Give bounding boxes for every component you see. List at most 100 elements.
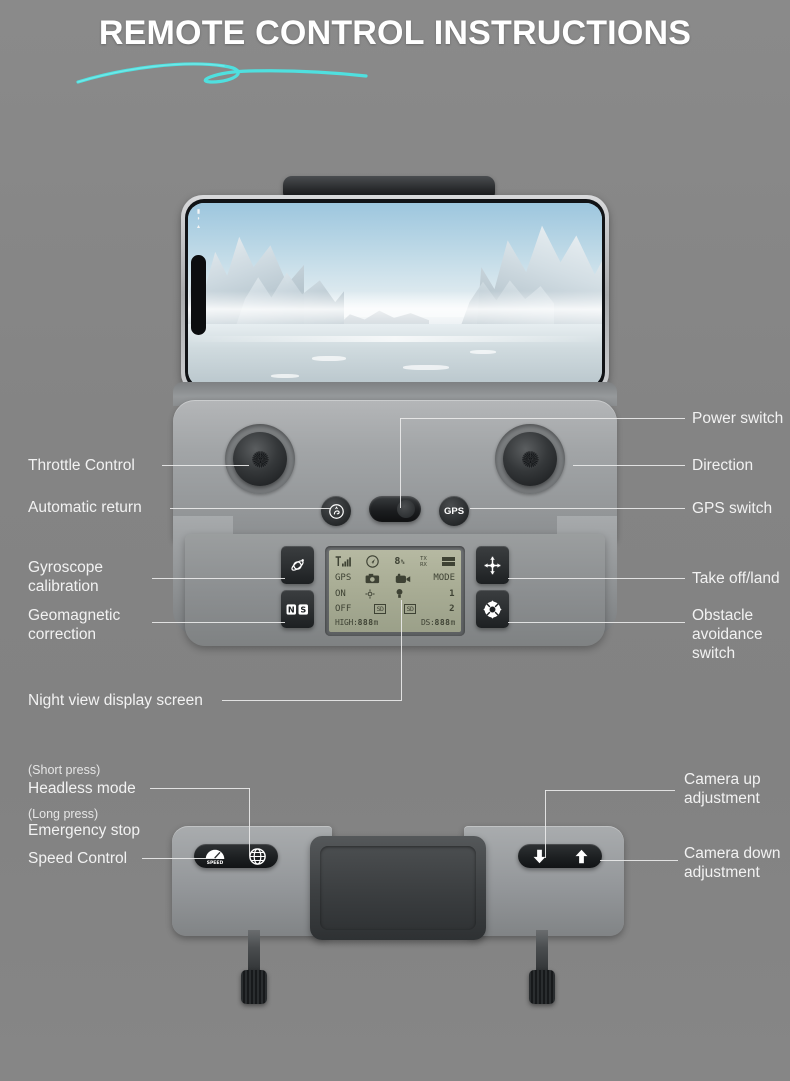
- leader-line-headless: [150, 788, 250, 789]
- obstacle-avoidance-icon: [483, 599, 502, 619]
- speed-control-button[interactable]: SPEED: [195, 844, 235, 868]
- compass-ns-icon: N S: [286, 603, 308, 614]
- leader-line-speed: [142, 858, 214, 859]
- phone-status-icons: ▮ ◗ ▴: [192, 208, 205, 238]
- label-night-view-display-screen: Night view display screen: [28, 692, 203, 709]
- right-antenna[interactable]: [529, 930, 555, 1004]
- gps-button-label: GPS: [443, 505, 465, 517]
- lcd-on-row: ON 1: [335, 588, 455, 599]
- tx-rx-labels: TX RX: [420, 555, 427, 568]
- sd-card-b-icon: SD: [395, 603, 425, 614]
- photo-icon: [365, 573, 395, 584]
- svg-text:SPEED: SPEED: [207, 860, 224, 865]
- label-speed-control: Speed Control: [28, 850, 128, 867]
- leader-line-direction: [573, 465, 685, 466]
- label-take-off-land: Take off/land: [692, 570, 780, 587]
- left-shoulder-buttons: SPEED: [194, 844, 278, 868]
- direction-joystick[interactable]: [495, 424, 565, 494]
- battery-percent-unit: %: [400, 559, 405, 566]
- remote-controller-top-view: SPEED: [172, 820, 624, 1040]
- remote-controller-front-view: ▮ ◗ ▴: [173, 176, 617, 666]
- arrow-down-icon: [533, 849, 545, 863]
- left-antenna[interactable]: [241, 930, 267, 1004]
- label-gyroscope-calibration: Gyroscope calibration: [28, 559, 103, 595]
- automatic-return-button[interactable]: [321, 496, 351, 526]
- leader-line-throttle: [162, 465, 249, 466]
- phone-screen[interactable]: ▮ ◗ ▴: [188, 203, 602, 387]
- geomagnetic-correction-button[interactable]: N S: [281, 590, 314, 628]
- leader-line-geomagnetic: [152, 622, 285, 623]
- label-short-press-note: (Short press): [28, 763, 101, 777]
- lcd-telemetry-row: HIGH:888m DS:888m: [335, 618, 455, 627]
- altitude-readout: HIGH:888m: [335, 618, 379, 627]
- distance-readout: DS:888m: [420, 618, 455, 627]
- camera-up-adjustment-button[interactable]: [561, 844, 601, 868]
- label-power-switch: Power switch: [692, 410, 784, 427]
- night-view-display-screen[interactable]: 8% TX RX GPS: [325, 546, 465, 636]
- leader-line-nightview-vertical: [401, 600, 402, 700]
- lcd-mode-1: 1: [449, 588, 455, 599]
- lcd-gps-label: GPS: [335, 573, 352, 583]
- ice-floe: [270, 373, 299, 378]
- joystick-knob: [503, 432, 557, 486]
- label-automatic-return: Automatic return: [28, 499, 142, 516]
- obstacle-avoidance-button[interactable]: [476, 590, 509, 628]
- headless-mode-icon: [248, 847, 266, 865]
- lcd-off-label: OFF: [335, 603, 352, 614]
- lcd-off-row: OFF SD SD 2: [335, 603, 455, 614]
- leader-line-gps: [470, 508, 685, 509]
- phone-dock-slot: [320, 846, 476, 930]
- label-headless-mode: Headless mode: [28, 780, 136, 797]
- leader-line-obstacle: [508, 622, 685, 623]
- video-icon: [395, 573, 425, 584]
- gps-switch-button[interactable]: GPS: [439, 496, 469, 526]
- lcd-mode-label: MODE: [433, 573, 455, 583]
- power-switch[interactable]: [369, 496, 421, 522]
- gear-icon: [365, 588, 395, 599]
- bulb-icon: [395, 588, 425, 599]
- sd-card-a-icon: SD: [365, 603, 395, 614]
- leader-line-camera-up-vertical: [545, 790, 546, 858]
- speed-icon: SPEED: [205, 849, 225, 865]
- joystick-cap: [521, 450, 539, 468]
- controller-left-wing: [172, 826, 332, 936]
- headless-mode-button[interactable]: [237, 844, 277, 868]
- controller-right-wing: [464, 826, 624, 936]
- leader-line-camera-up: [545, 790, 675, 791]
- ice-floe: [312, 356, 347, 362]
- joystick-cap: [251, 450, 269, 468]
- throttle-joystick[interactable]: [225, 424, 295, 494]
- label-gps-switch: GPS switch: [692, 500, 773, 517]
- leader-line-gyroscope: [152, 578, 285, 579]
- lcd-status-row: 8% TX RX: [335, 555, 455, 568]
- svg-text:S: S: [300, 604, 306, 614]
- return-home-icon: [328, 503, 344, 519]
- label-throttle-control: Throttle Control: [28, 457, 135, 474]
- wifi-icon: ◗: [196, 216, 201, 222]
- mounted-phone: ▮ ◗ ▴: [181, 195, 609, 395]
- leader-line-nightview: [222, 700, 402, 701]
- ice-floe: [469, 349, 496, 354]
- take-off-land-icon: [484, 556, 501, 574]
- battery-bars-icon: [441, 557, 455, 566]
- leader-line-takeoff: [508, 578, 685, 579]
- signal-bars-icon: [335, 556, 351, 567]
- gyroscope-calibration-button[interactable]: [281, 546, 314, 584]
- phone-holder-clamp[interactable]: [283, 176, 495, 198]
- joystick-knob: [233, 432, 287, 486]
- battery-percent-value: 8%: [394, 556, 405, 567]
- camera-down-adjustment-button[interactable]: [519, 844, 559, 868]
- ice-floe: [403, 365, 450, 371]
- label-geomagnetic-correction: Geomagnetic correction: [28, 607, 121, 643]
- arrow-up-icon: [575, 849, 587, 863]
- page-title: REMOTE CONTROL INSTRUCTIONS: [98, 14, 692, 52]
- leader-line-camera-down: [600, 860, 678, 861]
- signal-icon: ▴: [196, 224, 200, 230]
- controller-center-dock: [310, 836, 486, 940]
- take-off-land-button[interactable]: [476, 546, 509, 584]
- title-underline-swoosh: [76, 62, 368, 84]
- leader-line-power-switch: [400, 418, 685, 419]
- lcd-mode-2: 2: [449, 603, 455, 614]
- label-direction: Direction: [692, 457, 754, 474]
